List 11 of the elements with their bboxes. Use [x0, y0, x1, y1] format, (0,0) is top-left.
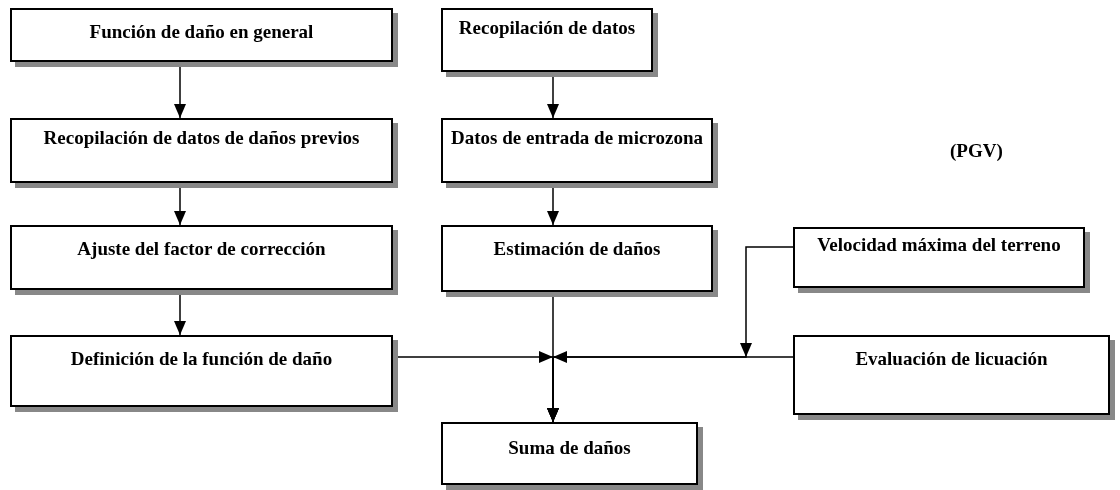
annotation-label: (PGV): [950, 140, 1003, 162]
box-label: Velocidad máxima del terreno: [817, 233, 1061, 257]
box-label: Recopilación de datos: [458, 16, 636, 40]
box-label: Estimación de daños: [493, 237, 661, 261]
box-label: Ajuste del factor de corrección: [77, 237, 326, 261]
box-label: Definición de la función de daño: [70, 347, 333, 371]
box-label: Datos de entrada de microzona: [451, 126, 703, 150]
box-label: Evaluación de licuación: [855, 347, 1048, 371]
box-label: Recopilación de datos de daños previos: [43, 126, 360, 150]
box-label: Función de daño en general: [89, 20, 314, 44]
box-label: Suma de daños: [508, 436, 631, 460]
